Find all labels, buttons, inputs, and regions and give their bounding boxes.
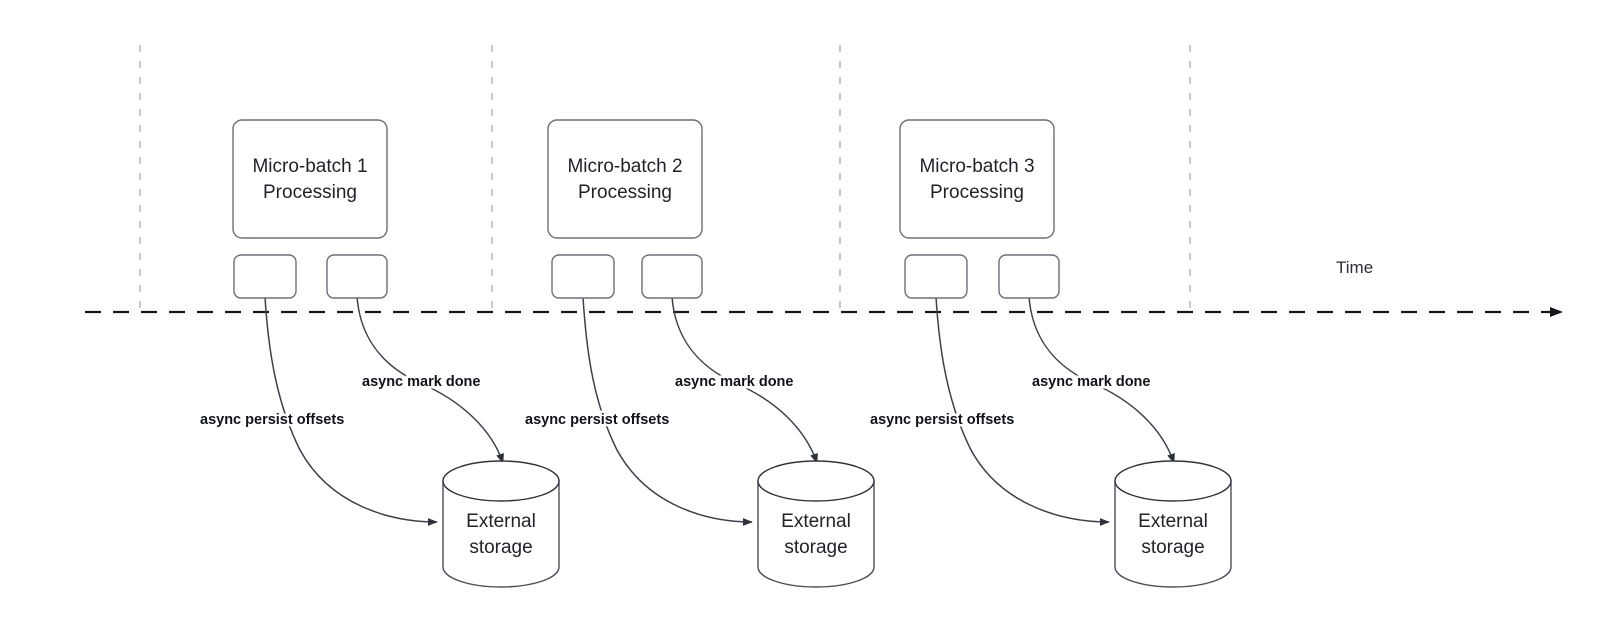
task-box-2b[interactable] bbox=[641, 254, 703, 299]
external-storage-2-line2: storage bbox=[784, 537, 847, 558]
micro-batch-box-3-line2: Processing bbox=[930, 182, 1024, 203]
edge-label-mark-done-3: async mark done bbox=[1032, 374, 1150, 390]
edge-label-mark-done-2: async mark done bbox=[675, 374, 793, 390]
external-storage-2-top[interactable] bbox=[757, 460, 875, 502]
edge-label-mark-done-1: async mark done bbox=[362, 374, 480, 390]
group-3: Micro-batch 3 Processing External storag… bbox=[868, 119, 1232, 588]
micro-batch-box-1-line2: Processing bbox=[263, 182, 357, 203]
arrow-persist-offsets-3 bbox=[935, 296, 1110, 526]
external-storage-3[interactable]: External storage bbox=[1114, 460, 1232, 588]
arrow-mark-done-3 bbox=[1028, 296, 1175, 464]
task-box-1b[interactable] bbox=[326, 254, 388, 299]
task-box-1a[interactable] bbox=[233, 254, 297, 299]
external-storage-3-body[interactable] bbox=[1114, 480, 1232, 588]
group-2: Micro-batch 2 Processing External storag… bbox=[523, 119, 875, 588]
task-box-3b[interactable] bbox=[998, 254, 1060, 299]
micro-batch-box-3-rect[interactable] bbox=[899, 119, 1055, 239]
external-storage-3-top[interactable] bbox=[1114, 460, 1232, 502]
micro-batch-box-2-line2: Processing bbox=[578, 182, 672, 203]
time-axis: Time bbox=[85, 258, 1563, 317]
external-storage-1[interactable]: External storage bbox=[442, 460, 560, 588]
external-storage-1-line1: External bbox=[466, 511, 536, 532]
external-storage-1-line2: storage bbox=[469, 537, 532, 558]
external-storage-2[interactable]: External storage bbox=[757, 460, 875, 588]
external-storage-1-body[interactable] bbox=[442, 480, 560, 588]
micro-batch-box-2-line1: Micro-batch 2 bbox=[567, 156, 682, 177]
arrow-persist-offsets-2 bbox=[582, 296, 753, 526]
arrow-persist-offsets-1 bbox=[264, 296, 438, 526]
edge-label-persist-offsets-2: async persist offsets bbox=[525, 412, 669, 428]
micro-batch-box-1[interactable]: Micro-batch 1 Processing bbox=[232, 119, 388, 239]
batch-boundary-lifelines bbox=[139, 45, 1191, 312]
external-storage-3-line2: storage bbox=[1141, 537, 1204, 558]
arrow-mark-done-1 bbox=[356, 296, 504, 464]
micro-batch-box-1-line1: Micro-batch 1 bbox=[252, 156, 367, 177]
external-storage-2-body[interactable] bbox=[757, 480, 875, 588]
task-box-2a[interactable] bbox=[551, 254, 615, 299]
external-storage-3-line1: External bbox=[1138, 511, 1208, 532]
time-axis-label: Time bbox=[1336, 258, 1373, 277]
task-box-3a[interactable] bbox=[904, 254, 968, 299]
micro-batch-box-1-rect[interactable] bbox=[232, 119, 388, 239]
micro-batch-box-2-rect[interactable] bbox=[547, 119, 703, 239]
external-storage-2-line1: External bbox=[781, 511, 851, 532]
edge-label-persist-offsets-1: async persist offsets bbox=[200, 412, 344, 428]
micro-batch-box-2[interactable]: Micro-batch 2 Processing bbox=[547, 119, 703, 239]
arrow-mark-done-2 bbox=[671, 296, 818, 464]
edge-label-persist-offsets-3: async persist offsets bbox=[870, 412, 1014, 428]
group-1: Micro-batch 1 Processing External storag… bbox=[198, 119, 560, 588]
micro-batch-box-3[interactable]: Micro-batch 3 Processing bbox=[899, 119, 1055, 239]
micro-batch-box-3-line1: Micro-batch 3 bbox=[919, 156, 1034, 177]
external-storage-1-top[interactable] bbox=[442, 460, 560, 502]
